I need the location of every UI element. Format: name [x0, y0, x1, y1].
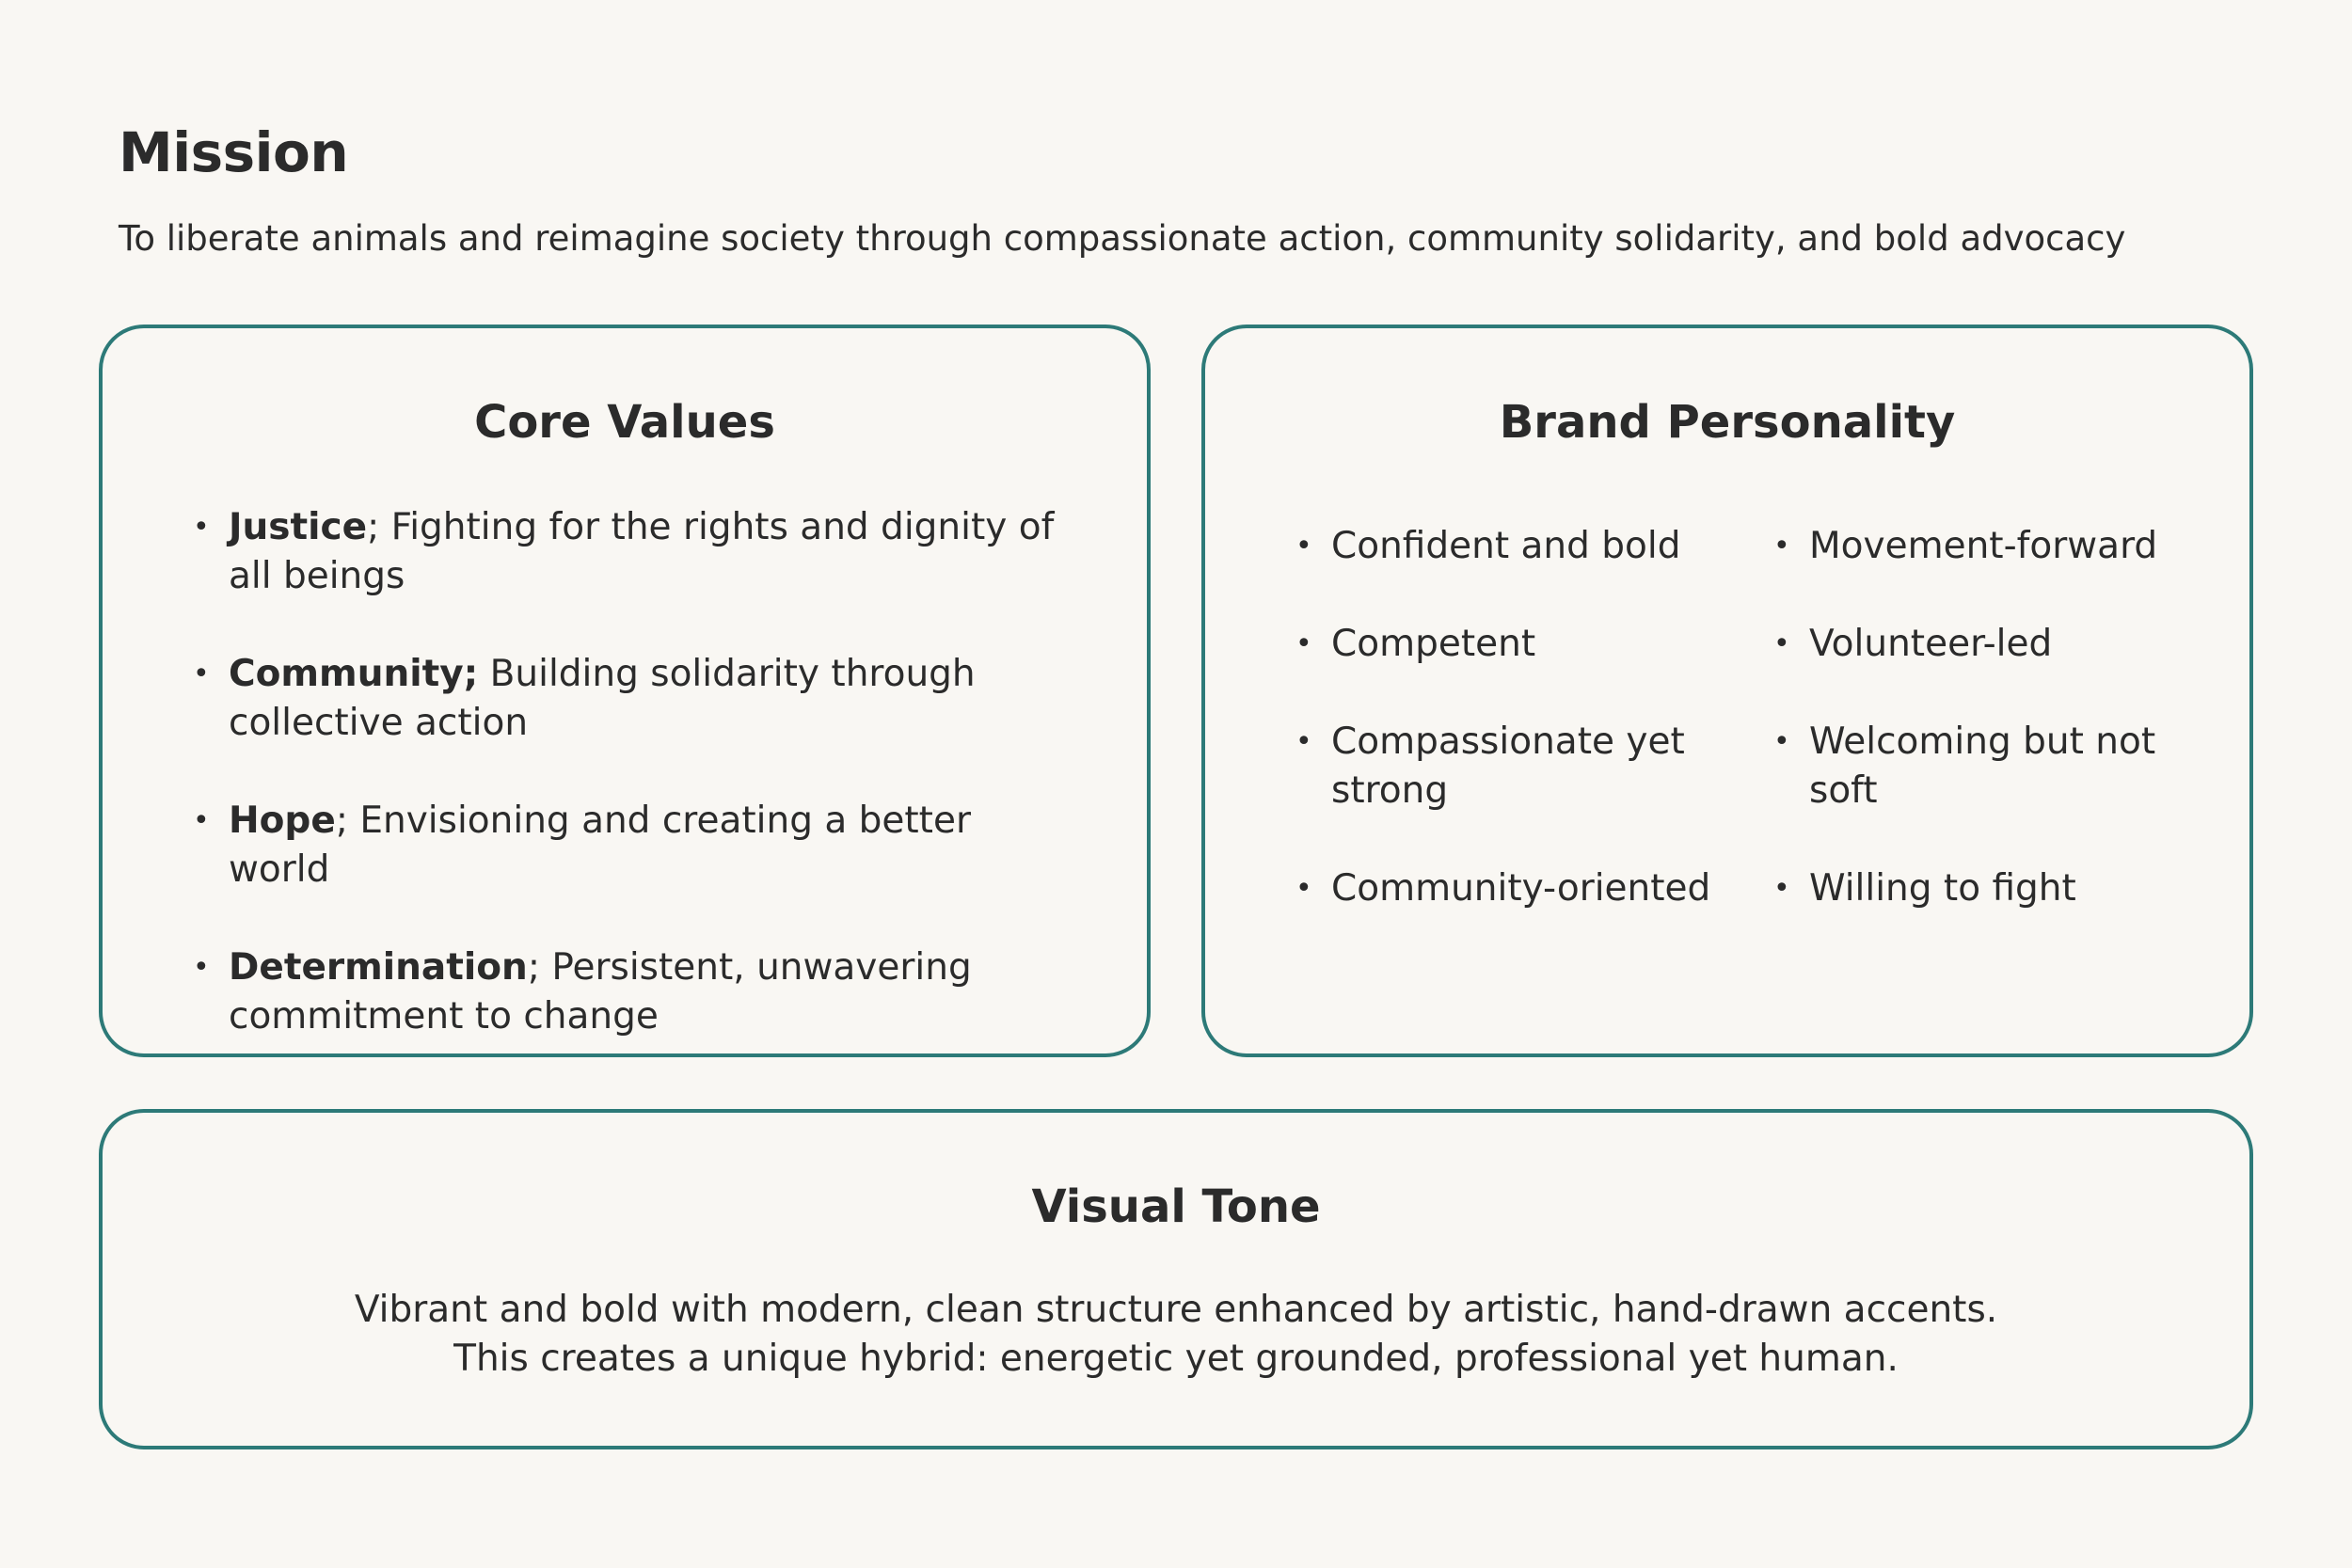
core-values-title: Core Values: [474, 396, 775, 449]
list-item: • Movement-forward: [1773, 522, 2206, 571]
trait-label: Competent: [1331, 623, 1536, 665]
value-description: ; Fighting for the rights and dignity of…: [229, 506, 1055, 597]
core-values-card: Core Values • Justice; Fighting for the r…: [99, 325, 1151, 1057]
bullet-dot-icon: •: [1773, 725, 1790, 758]
list-item: • Hope; Envisioning and creating a better…: [193, 797, 1077, 895]
list-item: • Justice; Fighting for the rights and di…: [193, 503, 1077, 601]
brand-personality-title: Brand Personality: [1499, 396, 1956, 449]
visual-tone-description: Vibrant and bold with modern, clean stru…: [103, 1286, 2249, 1384]
value-term: Community;: [229, 653, 479, 695]
visual-tone-title: Visual Tone: [1031, 1180, 1321, 1233]
visual-tone-line-1: Vibrant and bold with modern, clean stru…: [354, 1289, 1998, 1331]
value-term: Hope: [229, 800, 336, 842]
bullet-dot-icon: •: [193, 511, 210, 544]
bullet-dot-icon: •: [1295, 725, 1312, 758]
value-description: ; Persistent, unwavering commitment to c…: [229, 946, 972, 1037]
brand-personality-card: Brand Personality • Confident and bold • C…: [1201, 325, 2253, 1057]
value-term: Justice: [229, 506, 368, 548]
list-item: • Competent: [1295, 620, 1728, 669]
value-term: Determination: [229, 946, 528, 989]
bullet-dot-icon: •: [1773, 872, 1790, 905]
trait-label: Movement-forward: [1809, 525, 2158, 567]
trait-label: Compassionate yet strong: [1331, 721, 1685, 812]
bullet-dot-icon: •: [1295, 627, 1312, 660]
trait-label: Welcoming but not soft: [1809, 721, 2156, 812]
bullet-dot-icon: •: [1773, 627, 1790, 660]
bullet-dot-icon: •: [193, 951, 210, 984]
mission-statement: To liberate animals and reimagine societ…: [119, 218, 2126, 259]
list-item: • Welcoming but not soft: [1773, 718, 2206, 816]
list-item: • Volunteer-led: [1773, 620, 2206, 669]
list-item: • Confident and bold: [1295, 522, 1728, 571]
visual-tone-line-2: This creates a unique hybrid: energetic …: [453, 1338, 1899, 1380]
core-values-list: • Justice; Fighting for the rights and di…: [193, 503, 1077, 1090]
value-description: Building solidarity through collective a…: [229, 653, 976, 744]
bullet-dot-icon: •: [193, 657, 210, 690]
list-item: • Willing to fight: [1773, 864, 2206, 913]
list-item: • Determination; Persistent, unwavering c…: [193, 943, 1077, 1041]
trait-label: Community-oriented: [1331, 867, 1711, 910]
bullet-dot-icon: •: [1295, 530, 1312, 562]
trait-label: Willing to fight: [1809, 867, 2076, 910]
trait-label: Confident and bold: [1331, 525, 1681, 567]
personality-list-right: • Movement-forward • Volunteer-led • Welcom…: [1773, 522, 2206, 962]
bullet-dot-icon: •: [193, 804, 210, 837]
bullet-dot-icon: •: [1295, 872, 1312, 905]
personality-list-left: • Confident and bold • Competent • Compassi…: [1295, 522, 1728, 962]
trait-label: Volunteer-led: [1809, 623, 2053, 665]
mission-title: Mission: [119, 120, 349, 184]
value-description: ; Envisioning and creating a better worl…: [229, 800, 971, 891]
visual-tone-card: Visual Tone Vibrant and bold with modern…: [99, 1109, 2253, 1449]
list-item: • Community; Building solidarity through …: [193, 650, 1077, 748]
list-item: • Compassionate yet strong: [1295, 718, 1728, 816]
bullet-dot-icon: •: [1773, 530, 1790, 562]
list-item: • Community-oriented: [1295, 864, 1728, 913]
